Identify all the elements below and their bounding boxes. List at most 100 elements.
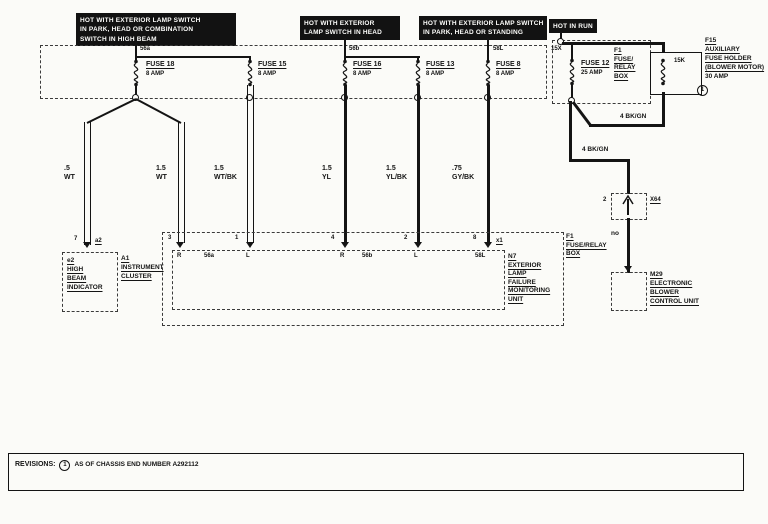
connector-x64-label: X64	[650, 197, 661, 203]
junction-ring	[557, 38, 564, 45]
terminal-56a: 56a	[140, 46, 151, 52]
relay-box-bottom	[162, 232, 564, 326]
revision-mark: 1	[59, 460, 71, 471]
label-line: EXTERIOR	[508, 261, 542, 269]
label-line: CONTROL UNIT	[650, 298, 699, 305]
label-line: HOT WITH EXTERIOR LAMP SWITCH	[423, 20, 544, 27]
revisions-bar: REVISIONS: 1 AS OF CHASSIS END NUMBER A2…	[8, 453, 744, 491]
blower-unit-box	[611, 272, 647, 311]
pin-fork-icon	[341, 242, 349, 248]
wire-f12-out	[571, 84, 573, 100]
label-line: 30 AMP	[705, 73, 729, 80]
pin-number-x64: 2	[603, 197, 607, 203]
wire-aux-out	[662, 92, 665, 127]
power-label-head: HOT WITH EXTERIOR LAMP SWITCH IN HEAD	[300, 16, 400, 40]
label-line: RELAY	[614, 64, 636, 71]
power-label-high-beam: HOT WITH EXTERIOR LAMP SWITCH IN PARK, H…	[76, 13, 236, 47]
junction-ring	[246, 94, 253, 101]
label-line: HIGH	[67, 266, 84, 273]
fuse-name: FUSE 8	[496, 61, 521, 68]
revisions-note: AS OF CHASSIS END NUMBER A292112	[74, 461, 199, 469]
label-line: BLOWER	[650, 289, 679, 296]
wire-wt-05	[84, 122, 91, 245]
wire-m29-in	[627, 218, 630, 273]
fuse-name: FUSE 13	[426, 61, 455, 68]
high-beam-indicator-label: e2 HIGH BEAM INDICATOR	[67, 256, 103, 292]
main-fuse-box	[40, 45, 547, 99]
label-line: IN PARK, HEAD OR STANDING	[423, 29, 524, 37]
pin-fork-icon	[624, 266, 632, 272]
label-line: BOX	[614, 72, 629, 80]
wire-gybk	[487, 85, 490, 243]
wire-label-bkgn-lower: 4 BK/GN	[582, 146, 609, 153]
label-line: INDICATOR	[67, 284, 103, 291]
label-line: e2	[67, 257, 75, 264]
pin-fork-icon	[414, 242, 422, 248]
label-line: BOX	[566, 250, 581, 257]
fuse-coil-icon	[660, 58, 666, 86]
aux-fuse-box	[650, 52, 702, 95]
aux-fuse-holder-label: F15 AUXILIARY FUSE HOLDER (BLOWER MOTOR)…	[705, 36, 764, 81]
label-line: LAMP	[508, 270, 527, 277]
wire-color: WT	[64, 173, 75, 181]
wire-label-bkgn-upper: 4 BK/GN	[620, 113, 647, 120]
label-line: MONITORING	[508, 287, 551, 294]
wire-to-aux-fuse	[562, 42, 665, 45]
label-line: F15	[705, 37, 717, 44]
label-line: ELECTRONIC	[650, 280, 693, 287]
label-line: N7	[508, 253, 517, 260]
wire-ylbk	[417, 85, 420, 243]
terminal-56b: 56b	[349, 46, 360, 52]
revision-mark-icon: 1	[697, 85, 708, 96]
wire-stub-f18	[135, 57, 137, 61]
fuse-name: FUSE 12	[581, 60, 610, 67]
fuse-name: FUSE 15	[258, 61, 287, 68]
connector-arrow-icon	[622, 194, 634, 215]
wire-bkgn-horizontal	[569, 159, 630, 162]
terminal-r-1: R	[177, 253, 182, 259]
wire-label-no: no	[611, 230, 619, 237]
pin-number-3: 3	[168, 235, 172, 241]
label-line: CLUSTER	[121, 273, 152, 280]
pin-fork-icon	[83, 242, 91, 248]
terminal-58l: 58L	[493, 46, 504, 52]
pin-fork-icon	[484, 242, 492, 248]
wire-gauge: .5	[64, 165, 70, 172]
label-line: FUSE/	[614, 55, 634, 63]
blower-unit-label: M29 ELECTRONIC BLOWER CONTROL UNIT	[650, 270, 699, 306]
pin-fork-icon	[176, 242, 184, 248]
fuse-rating: 8 AMP	[146, 70, 165, 77]
label-line: INSTRUMENT	[121, 264, 164, 271]
fuse-rating: 8 AMP	[426, 70, 445, 77]
wire-stub-f16	[344, 57, 346, 61]
fuse-13-label: FUSE 13 8 AMP	[426, 61, 454, 79]
wire-feed-park	[487, 38, 489, 61]
label-line: F1	[614, 47, 622, 54]
label-line: IN PARK, HEAD OR COMBINATION	[80, 26, 194, 34]
label-line: HOT IN RUN	[553, 23, 593, 30]
label-line: BEAM	[67, 275, 87, 282]
monitoring-unit-label: N7 EXTERIOR LAMP FAILURE MONITORING UNIT	[508, 253, 550, 304]
wire-yl	[344, 85, 347, 243]
power-label-run: HOT IN RUN	[549, 19, 597, 34]
terminal-56a-in: 56a	[204, 253, 215, 259]
wire-gauge: 1.5	[156, 165, 166, 172]
connector-a2: a2	[95, 238, 102, 244]
wire-gauge: 1.5	[322, 165, 332, 172]
fuse-coil-icon	[247, 59, 253, 87]
relay-box-top-label: F1 FUSE/ RELAY BOX	[614, 47, 635, 81]
label-line: F1	[566, 233, 574, 240]
pin-fork-icon	[246, 242, 254, 248]
power-label-park-standing: HOT WITH EXTERIOR LAMP SWITCH IN PARK, H…	[419, 16, 547, 40]
wire-gauge: .75	[452, 165, 462, 172]
